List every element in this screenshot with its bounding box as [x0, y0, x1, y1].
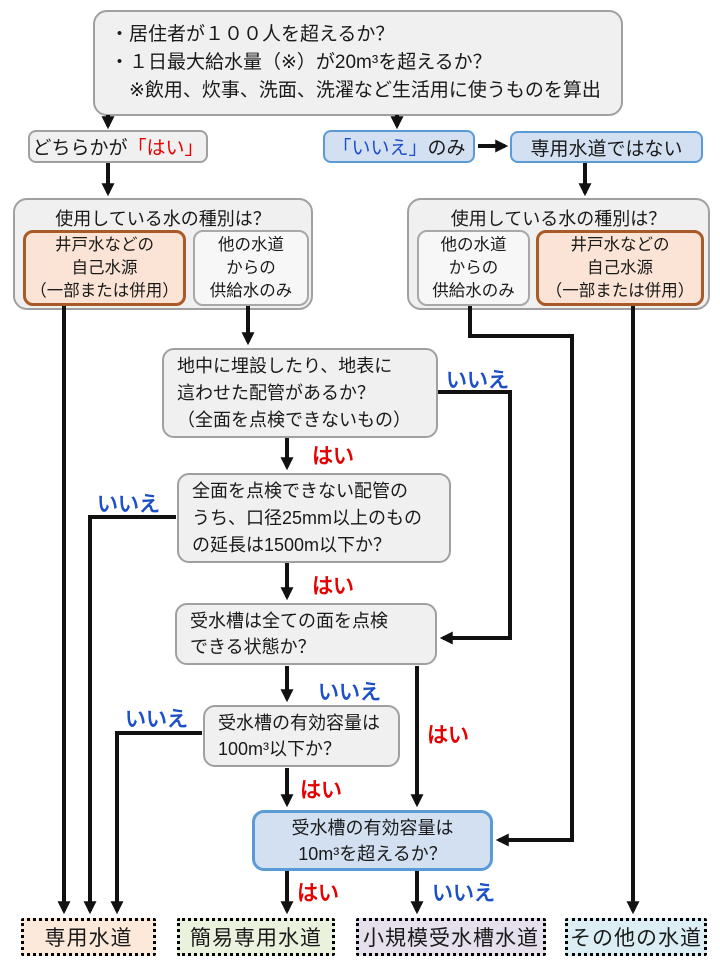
edge-label-no-tank-100: いいえ	[125, 708, 188, 731]
only-no-answer: 「いいえ」	[332, 138, 428, 159]
not-private-water-box: 専用水道ではない	[510, 131, 703, 163]
well-right-line-3: （一部または併用）	[545, 281, 695, 300]
well-left-line-1: 井戸水などの	[55, 235, 154, 254]
not-private-text: 専用水道ではない	[530, 138, 683, 160]
start-question-box: ・居住者が１００人を超えるか？ ・１日最大給水量（※）が20m³を超えるか？ ※…	[93, 10, 623, 116]
other-right-line-3: 供給水のみ	[432, 281, 515, 300]
other-left-line-2: からの	[226, 258, 276, 277]
result-kani-label: 簡易専用水道	[190, 927, 322, 950]
water-type-left-box: 使用している水の種別は？ 井戸水などの 自己水源 （一部または併用） 他の水道 …	[13, 198, 313, 310]
edge-label-no-tank-inspect: いいえ	[318, 681, 381, 704]
start-line-1: ・居住者が１００人を超えるか？	[110, 24, 395, 45]
tank-inspect-line-2: できる状態か？	[190, 637, 316, 657]
buried-pipe-line-1: 地中に埋設したり、地表に	[177, 355, 393, 376]
edge-label-yes-buried-pipe: はい	[312, 445, 354, 468]
well-left-line-3: （一部または併用）	[30, 281, 179, 300]
well-source-left-box: 井戸水などの 自己水源 （一部または併用）	[23, 230, 186, 306]
other-right-line-1: 他の水道	[440, 235, 507, 254]
well-right-line-1: 井戸水などの	[570, 235, 670, 254]
connector-tank100-no-to-senyou	[110, 731, 202, 915]
question-pipe-length-box: 全面を点検できない配管の うち、口径25mm以上のもの の延長は1500m以下か…	[177, 473, 451, 563]
well-source-right-box: 井戸水などの 自己水源 （一部または併用）	[536, 230, 704, 306]
buried-pipe-line-2: 這わせた配管があるか？	[177, 382, 375, 403]
result-sonota-label: その他の水道	[570, 927, 702, 950]
water-type-right-box: 使用している水の種別は？ 他の水道 からの 供給水のみ 井戸水などの 自己水源 …	[407, 198, 710, 310]
edge-label-no-pipe-length: いいえ	[97, 493, 160, 516]
tank-100-line-1: 受水槽の有効容量は	[218, 713, 380, 733]
pipe-length-line-3: の延長は1500m以下か？	[192, 534, 392, 555]
start-line-2: ・１日最大給水量（※）が20m³を超えるか？	[110, 52, 492, 73]
other-supply-right-box: 他の水道 からの 供給水のみ	[417, 230, 530, 306]
edge-label-no-tank-10: いいえ	[432, 882, 495, 905]
edge-label-yes-pipe-length: はい	[312, 575, 354, 598]
other-right-line-2: からの	[448, 258, 499, 277]
edge-label-yes-tank-100: はい	[300, 779, 342, 802]
pipe-length-line-2: うち、口径25mm以上のもの	[192, 507, 423, 528]
edge-label-yes-tank-10: はい	[297, 882, 339, 905]
result-shokibo-label: 小規模受水槽水道	[363, 927, 539, 950]
question-tank-100-box: 受水槽の有効容量は 100m³以下か？	[203, 705, 400, 767]
question-tank-inspect-box: 受水槽は全ての面を点検 できる状態か？	[175, 603, 437, 665]
well-right-line-2: 自己水源	[587, 258, 653, 277]
either-yes-answer: 「はい」	[127, 138, 204, 159]
tank-100-line-2: 100m³以下か？	[218, 739, 342, 759]
edge-label-yes-tank-inspect: はい	[427, 724, 469, 747]
other-left-line-3: 供給水のみ	[209, 281, 293, 300]
only-no-box: 「いいえ」のみ	[323, 130, 475, 163]
question-tank-10-box: 受水槽の有効容量は 10m³を超えるか？	[252, 810, 493, 871]
water-type-left-title: 使用している水の種別は？	[55, 209, 271, 229]
other-supply-left-box: 他の水道 からの 供給水のみ	[193, 230, 309, 306]
result-sonota-suido: その他の水道	[565, 918, 707, 956]
result-kani-senyou-suido: 簡易専用水道	[177, 918, 335, 956]
either-yes-prefix: どちらかが	[32, 138, 128, 159]
water-type-right-title: 使用している水の種別は？	[450, 209, 667, 229]
other-left-line-1: 他の水道	[218, 235, 284, 254]
well-left-line-2: 自己水源	[71, 258, 138, 277]
only-no-suffix: のみ	[427, 138, 466, 159]
result-shokibo-jusuiso-suido: 小規模受水槽水道	[356, 918, 546, 956]
buried-pipe-line-3: （全面を点検できないもの）	[177, 409, 411, 430]
edge-label-no-buried-pipe: いいえ	[446, 369, 509, 392]
result-senyou-label: 専用水道	[44, 927, 133, 950]
tank-10-line-1: 受水槽の有効容量は	[291, 817, 454, 838]
either-yes-box: どちらかが「はい」	[28, 130, 208, 163]
question-buried-pipe-box: 地中に埋設したり、地表に 這わせた配管があるか？ （全面を点検できないもの）	[162, 348, 438, 438]
start-line-3: ※飲用、炊事、洗面、洗濯など生活用に使うものを算出	[110, 80, 601, 101]
result-senyou-suido: 専用水道	[21, 918, 156, 956]
tank-inspect-line-1: 受水槽は全ての面を点検	[190, 611, 388, 631]
tank-10-line-2: 10m³を超えるか？	[298, 843, 447, 864]
pipe-length-line-1: 全面を点検できない配管の	[192, 480, 408, 501]
